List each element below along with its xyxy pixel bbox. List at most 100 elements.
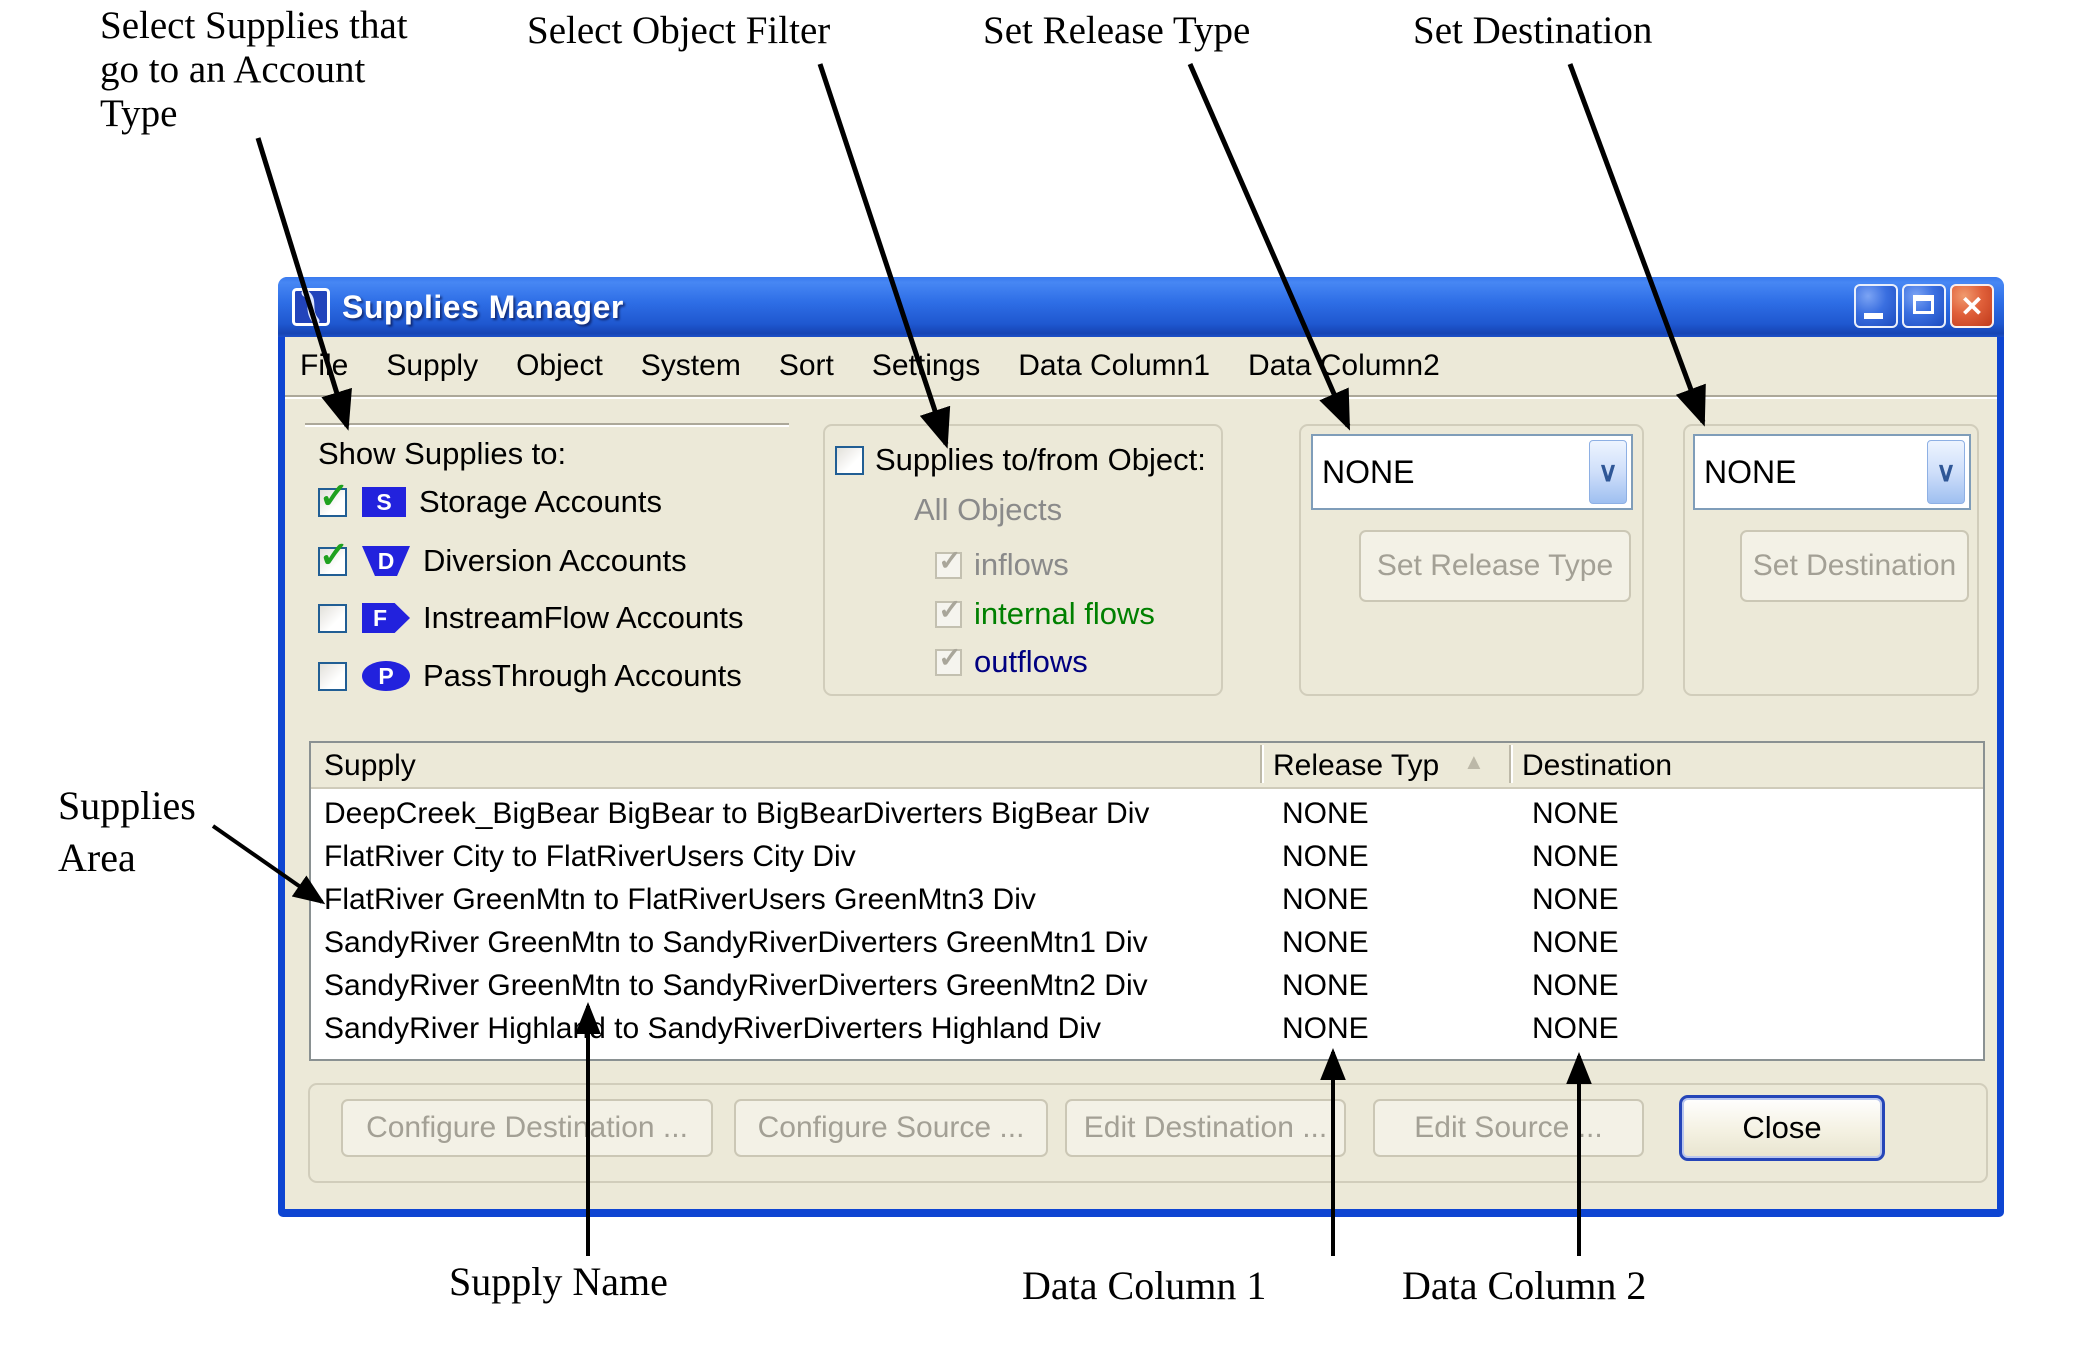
callout-release-type: Set Release Type [983, 9, 1251, 52]
passthrough-accounts-row: P PassThrough Accounts [318, 658, 742, 693]
destination-cell: NONE [1532, 926, 1619, 959]
menu-data-column2[interactable]: Data Column2 [1248, 349, 1440, 382]
column-separator[interactable] [1260, 745, 1262, 783]
release-type-cell: NONE [1282, 969, 1369, 1002]
close-icon: ✕ [1960, 290, 1984, 322]
minimize-button[interactable] [1854, 284, 1898, 328]
column-separator[interactable] [1509, 745, 1511, 783]
checkmark-icon: ✓ [318, 475, 350, 516]
outflows-label: outflows [974, 644, 1088, 679]
supplies-to-from-object-label: Supplies to/from Object: [875, 442, 1206, 477]
callout-data-column-2: Data Column 2 [1402, 1263, 1647, 1308]
configure-destination-button: Configure Destination ... [341, 1099, 713, 1157]
passthrough-accounts-checkbox[interactable] [318, 661, 347, 691]
inflows-row: ✓ inflows [935, 547, 1069, 583]
footer-button-group: Configure Destination ... Configure Sour… [308, 1083, 1988, 1183]
menu-data-column1[interactable]: Data Column1 [1018, 349, 1211, 382]
minimize-icon [1864, 313, 1883, 319]
table-row[interactable]: SandyRiver GreenMtn to SandyRiverDiverte… [311, 921, 1983, 964]
supply-cell: FlatRiver City to FlatRiverUsers City Di… [324, 840, 856, 873]
edit-destination-button: Edit Destination ... [1065, 1099, 1346, 1157]
menu-supply[interactable]: Supply [386, 349, 479, 382]
instreamflow-accounts-checkbox[interactable] [318, 603, 347, 633]
window-client-area: File Supply Object System Sort Settings … [285, 337, 1997, 1209]
checkmark-icon: ✓ [938, 594, 962, 625]
internal-flows-checkbox: ✓ [935, 596, 962, 628]
storage-accounts-label: Storage Accounts [419, 484, 662, 519]
destination-cell: NONE [1532, 840, 1619, 873]
diversion-accounts-checkbox[interactable]: ✓ [318, 537, 349, 576]
release-type-cell: NONE [1282, 797, 1369, 830]
instreamflow-account-icon: F [362, 603, 410, 633]
destination-combobox[interactable]: NONE ∨ [1693, 434, 1971, 510]
column-header-release-type[interactable]: Release Typ [1273, 749, 1440, 782]
table-header: Supply Release Typ ▲ Destination [311, 743, 1983, 789]
diversion-account-icon: D [362, 546, 410, 576]
set-release-type-button: Set Release Type [1359, 530, 1631, 602]
destination-cell: NONE [1532, 969, 1619, 1002]
callout-line: Type [100, 92, 178, 135]
table-row[interactable]: FlatRiver City to FlatRiverUsers City Di… [311, 835, 1983, 878]
supplies-to-from-object-row: Supplies to/from Object: [835, 442, 1206, 478]
supply-cell: DeepCreek_BigBear BigBear to BigBearDive… [324, 797, 1150, 830]
release-type-group: NONE ∨ Set Release Type [1299, 424, 1644, 696]
window-title: Supplies Manager [342, 288, 624, 325]
destination-cell: NONE [1532, 883, 1619, 916]
callout-line: Supplies [58, 783, 196, 828]
outflows-row: ✓ outflows [935, 644, 1088, 680]
chevron-down-icon: ∨ [1936, 456, 1956, 487]
callout-line: Select Supplies that [100, 4, 408, 47]
checkmark-icon: ✓ [938, 642, 962, 673]
set-destination-button: Set Destination [1740, 530, 1969, 602]
storage-account-icon: S [362, 487, 406, 517]
table-row[interactable]: FlatRiver GreenMtn to FlatRiverUsers Gre… [311, 878, 1983, 921]
internal-flows-label: internal flows [974, 596, 1155, 631]
destination-group: NONE ∨ Set Destination [1683, 424, 1979, 696]
release-type-combobox[interactable]: NONE ∨ [1311, 434, 1633, 510]
destination-cell: NONE [1532, 797, 1619, 830]
section-separator [305, 423, 789, 425]
checkmark-icon: ✓ [938, 545, 962, 576]
show-supplies-heading: Show Supplies to: [318, 436, 567, 471]
menu-system[interactable]: System [640, 349, 741, 382]
menu-file[interactable]: File [300, 349, 349, 382]
object-filter-group: Supplies to/from Object: All Objects ✓ i… [823, 424, 1223, 696]
release-type-combobox-arrow-button[interactable]: ∨ [1589, 440, 1627, 504]
titlebar[interactable]: Supplies Manager ✕ [278, 277, 2004, 337]
edit-source-button: Edit Source ... [1373, 1099, 1644, 1157]
table-row[interactable]: DeepCreek_BigBear BigBear to BigBearDive… [311, 792, 1983, 835]
release-type-cell: NONE [1282, 926, 1369, 959]
menu-object[interactable]: Object [516, 349, 603, 382]
destination-combobox-arrow-button[interactable]: ∨ [1927, 440, 1965, 504]
chevron-down-icon: ∨ [1598, 456, 1618, 487]
instreamflow-accounts-label: InstreamFlow Accounts [423, 600, 744, 635]
close-button[interactable]: ✕ [1950, 284, 1994, 328]
storage-accounts-row: ✓ S Storage Accounts [318, 478, 662, 519]
release-type-combobox-value: NONE [1322, 453, 1415, 490]
supplies-manager-window: Supplies Manager ✕ File Supply Object Sy… [278, 277, 2004, 1217]
supply-cell: SandyRiver GreenMtn to SandyRiverDiverte… [324, 926, 1148, 959]
callout-object-filter: Select Object Filter [527, 9, 831, 52]
supplies-to-from-object-checkbox[interactable] [835, 445, 864, 475]
table-row[interactable]: SandyRiver Highland to SandyRiverDiverte… [311, 1007, 1983, 1050]
table-row[interactable]: SandyRiver GreenMtn to SandyRiverDiverte… [311, 964, 1983, 1007]
instreamflow-accounts-row: F InstreamFlow Accounts [318, 600, 744, 635]
callout-account-type: Select Supplies that go to an Account Ty… [100, 4, 408, 136]
release-type-cell: NONE [1282, 1012, 1369, 1045]
callout-destination: Set Destination [1413, 9, 1653, 52]
menu-settings[interactable]: Settings [871, 349, 981, 382]
storage-accounts-checkbox[interactable]: ✓ [318, 478, 349, 517]
release-type-cell: NONE [1282, 840, 1369, 873]
callout-supplies-area: Supplies Area [58, 780, 196, 884]
menu-sort[interactable]: Sort [778, 349, 834, 382]
close-dialog-button[interactable]: Close [1679, 1095, 1885, 1161]
maximize-icon [1913, 295, 1934, 314]
callout-data-column-1: Data Column 1 [1022, 1263, 1267, 1308]
inflows-label: inflows [974, 547, 1069, 582]
all-objects-label: All Objects [914, 492, 1063, 527]
diversion-accounts-label: Diversion Accounts [423, 543, 687, 578]
column-header-destination[interactable]: Destination [1522, 749, 1673, 782]
column-header-supply[interactable]: Supply [324, 749, 416, 782]
maximize-button[interactable] [1902, 284, 1946, 328]
